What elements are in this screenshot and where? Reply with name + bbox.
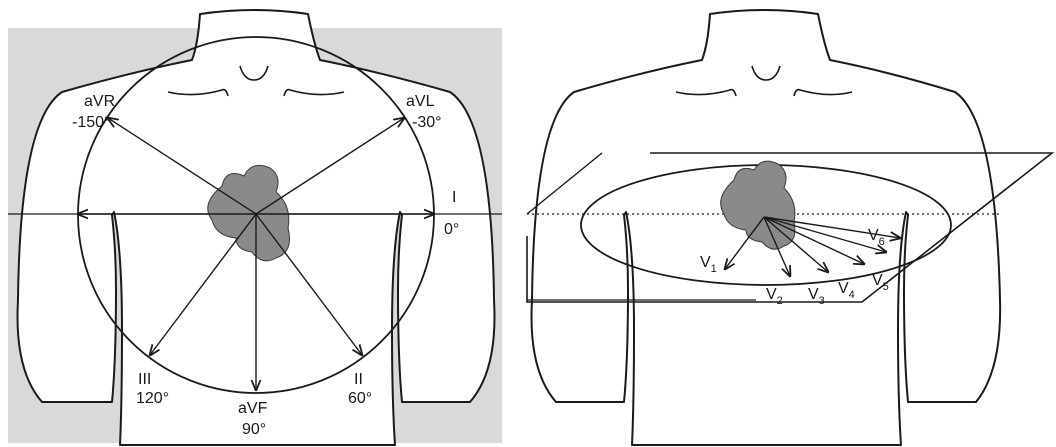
label-avr: aVR: [84, 93, 115, 110]
label-lead-iii: III: [138, 371, 151, 388]
label-avl: aVL: [406, 93, 435, 110]
label-lead-i-angle: 0°: [444, 221, 459, 238]
label-avr-angle: -150°: [72, 114, 110, 131]
label-lead-iii-angle: 120°: [136, 390, 169, 407]
label-avl-angle: -30°: [412, 114, 442, 131]
label-lead-ii-angle: 60°: [348, 390, 372, 407]
horizontal-plane-panel: V1 V2 V3 V4 V5 V6: [527, 10, 1052, 445]
label-avf: aVF: [238, 400, 268, 417]
label-lead-ii: II: [354, 371, 363, 388]
label-lead-i: I: [452, 189, 456, 206]
frontal-plane-panel: aVR -150° aVL -30° I 0° II 60° aVF 90° I…: [8, 10, 502, 445]
label-avf-angle: 90°: [242, 421, 266, 438]
